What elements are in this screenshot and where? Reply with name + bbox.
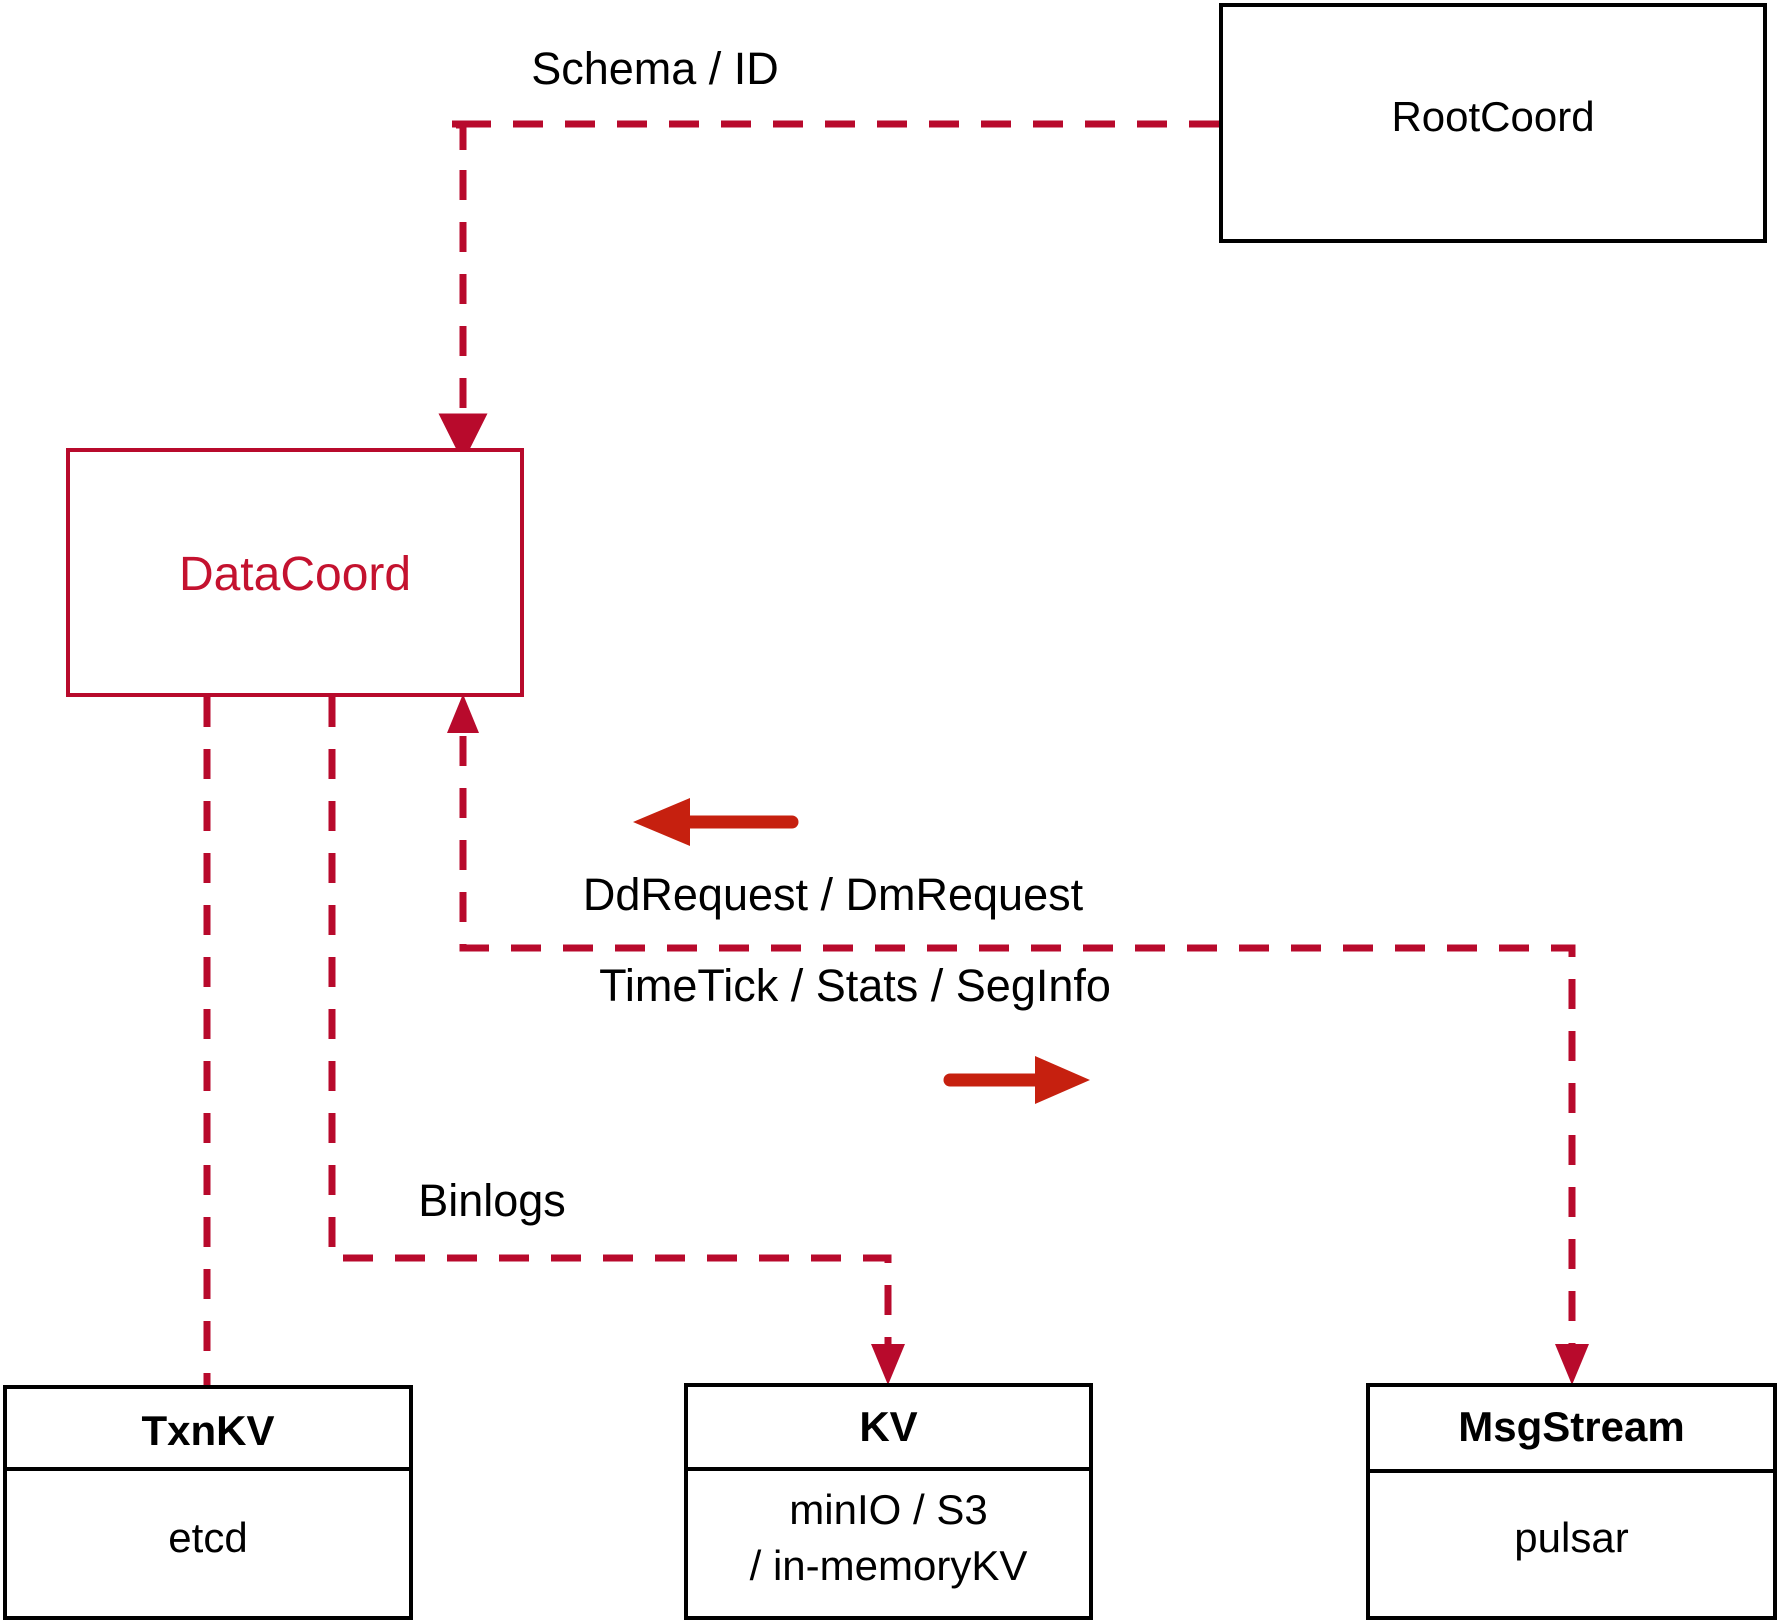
node-txnkv[interactable]: TxnKV etcd bbox=[3, 1385, 413, 1620]
node-msgstream-divider bbox=[1370, 1469, 1773, 1473]
node-rootcoord[interactable]: RootCoord bbox=[1219, 3, 1767, 243]
edge-schema-id-corner bbox=[452, 120, 467, 150]
arrowhead-into-msgstream bbox=[1555, 1344, 1589, 1385]
edge-label-ddrequest-dmrequest: DdRequest / DmRequest bbox=[582, 869, 1084, 920]
arrow-ddrequest-dmrequest bbox=[633, 798, 799, 846]
node-kv[interactable]: KV minIO / S3 / in-memoryKV bbox=[684, 1383, 1093, 1620]
edge-label-binlogs: Binlogs bbox=[418, 1175, 566, 1226]
arrowhead-into-datacoord bbox=[447, 694, 479, 733]
node-kv-label: KV bbox=[859, 1403, 918, 1450]
node-kv-divider bbox=[688, 1467, 1089, 1471]
edge-schema-id-path bbox=[438, 120, 1219, 463]
node-txnkv-label: TxnKV bbox=[141, 1407, 275, 1454]
node-kv-sublabel-line2: / in-memoryKV bbox=[749, 1542, 1028, 1589]
node-datacoord[interactable]: DataCoord bbox=[66, 448, 524, 697]
edge-label-schema-id: Schema / ID bbox=[531, 43, 779, 94]
node-datacoord-label: DataCoord bbox=[178, 548, 412, 601]
node-txnkv-sublabel: etcd bbox=[168, 1514, 248, 1561]
edge-msgstream-path bbox=[459, 710, 1576, 1373]
node-txnkv-divider bbox=[7, 1467, 409, 1471]
node-rootcoord-label: RootCoord bbox=[1391, 93, 1595, 140]
node-kv-sublabel-line1: minIO / S3 bbox=[789, 1486, 988, 1533]
edge-label-timetick-stats-seginfo: TimeTick / Stats / SegInfo bbox=[599, 960, 1111, 1011]
arrowhead-into-kv bbox=[871, 1344, 905, 1385]
edge-binlogs-path bbox=[328, 697, 892, 1360]
node-msgstream-label: MsgStream bbox=[1458, 1403, 1685, 1450]
node-msgstream-sublabel: pulsar bbox=[1514, 1514, 1629, 1561]
arrow-timetick-stats-seginfo bbox=[943, 1056, 1090, 1104]
node-msgstream[interactable]: MsgStream pulsar bbox=[1366, 1383, 1777, 1620]
